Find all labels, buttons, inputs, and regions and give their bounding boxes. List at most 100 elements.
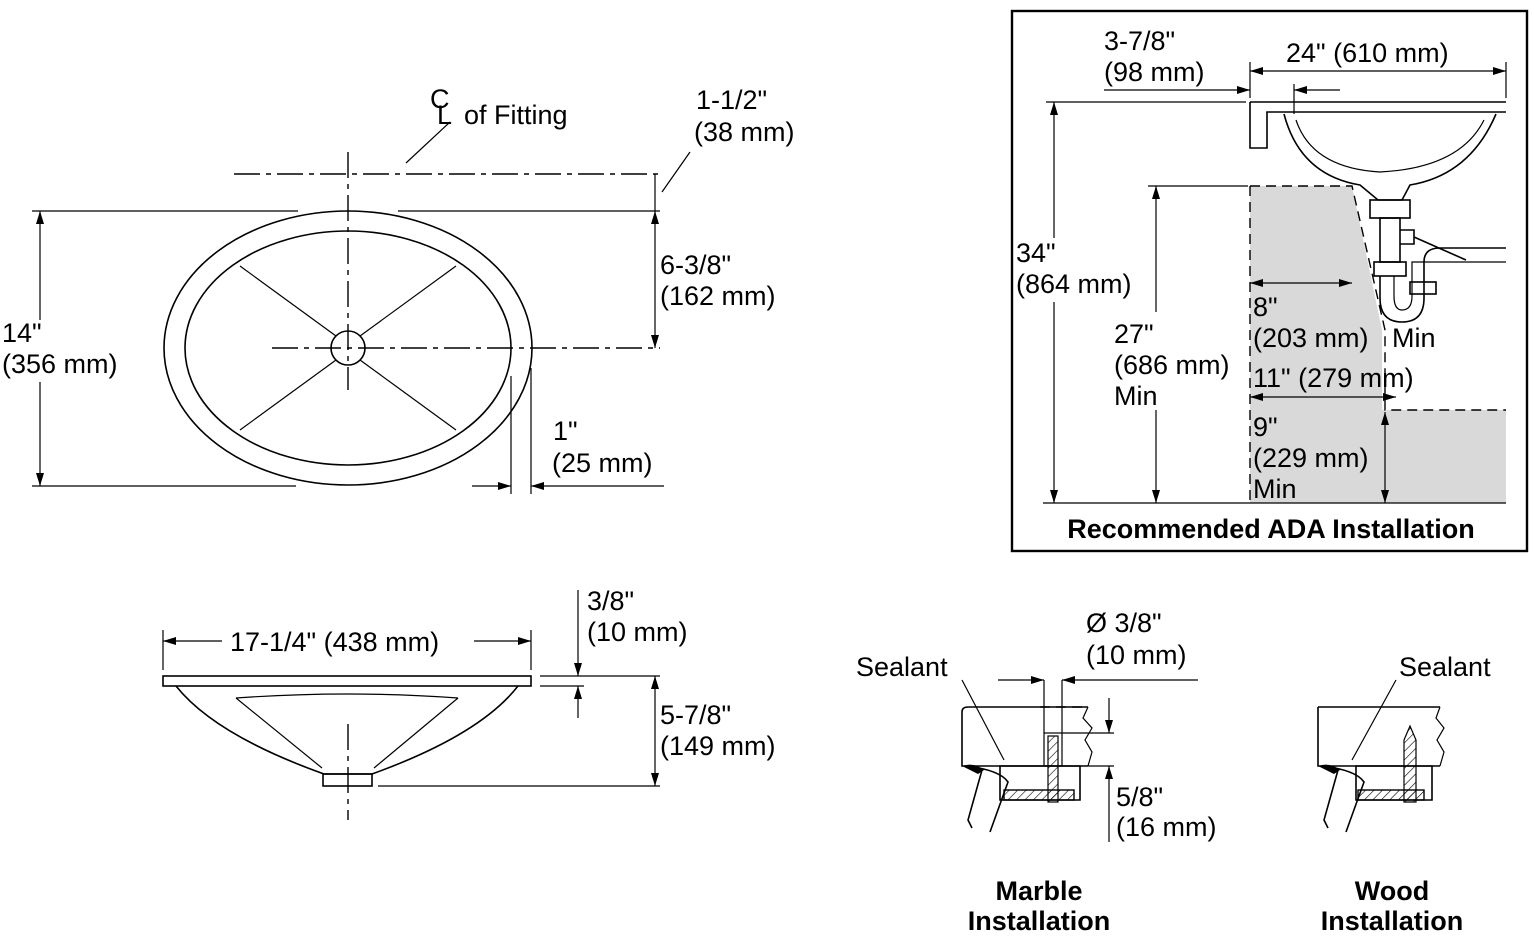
width-dim-inch: 14" (2, 318, 42, 348)
thickness-dim-inch: 5/8" (1116, 782, 1163, 812)
wood-mounting-clip (1357, 789, 1425, 801)
arrowhead (1031, 676, 1044, 684)
ada-title: Recommended ADA Installation (1067, 514, 1475, 544)
arrowhead (163, 637, 176, 645)
diameter-dim-inch: Ø 3/8" (1086, 608, 1162, 638)
countertop (1249, 101, 1506, 149)
arrowhead (1050, 490, 1058, 503)
rim-thickness-dim-inch: 3/8" (587, 586, 634, 616)
ada-panel-border (1010, 9, 1529, 553)
arrowhead (36, 473, 44, 486)
knee-dim-mm: (686 mm) (1114, 350, 1230, 380)
trap-slip-nut (1409, 281, 1437, 295)
mounting-clip (1003, 789, 1075, 801)
diameter-dim-mm: (10 mm) (1086, 640, 1187, 670)
bowl-slope-line (239, 359, 337, 431)
depth-dim-mm: (149 mm) (660, 731, 776, 761)
bowl-slope-line (359, 359, 457, 431)
arrowhead (1381, 490, 1389, 503)
arrowhead (651, 211, 659, 224)
marble-break-line (1082, 706, 1093, 767)
fitting-leader (405, 121, 451, 164)
wood-sealant-leader (1351, 679, 1397, 761)
bowl-slope-line (359, 265, 457, 337)
thickness-dim-mm: (16 mm) (1116, 812, 1217, 842)
depth8-dim-min: Min (1392, 323, 1436, 353)
rim-dim-inch: 1" (553, 416, 578, 446)
sink-wall-section (965, 765, 1009, 833)
top-view: C L of Fitting 1-1/2" (38 mm) 6-3/8" (16… (2, 84, 795, 494)
arrowhead (1105, 766, 1113, 779)
half-width-dim-mm: (162 mm) (660, 281, 776, 311)
wood-sealant-label: Sealant (1399, 652, 1491, 682)
toe-dim-inch: 9" (1253, 412, 1278, 442)
arrowhead (1105, 720, 1113, 733)
height-dim-mm: (864 mm) (1016, 269, 1132, 299)
anchor-bolt (1047, 735, 1059, 803)
arrowhead (1237, 86, 1250, 94)
wood-caption-line1: Wood (1355, 876, 1429, 906)
centerline-symbol-l: L (437, 100, 452, 130)
marble-sealant-label: Sealant (856, 652, 948, 682)
length-dim: 17-1/4" (438 mm) (230, 627, 439, 657)
wood-break-line (1435, 706, 1445, 767)
wood-caption-line2: Installation (1321, 906, 1464, 936)
drain-pipe (1379, 217, 1401, 263)
arrowhead (1152, 186, 1160, 199)
knee-dim-inch: 27" (1114, 319, 1154, 349)
offset-dim-mm: (38 mm) (694, 117, 795, 147)
counter-dim: 24" (610 mm) (1286, 38, 1449, 68)
arrowhead (574, 663, 582, 676)
trap-nut (1373, 261, 1407, 277)
marble-caption-line1: Marble (995, 876, 1082, 906)
height-dim-inch: 34" (1016, 238, 1056, 268)
supply-valve (1400, 229, 1467, 261)
wood-sink-wall (1321, 765, 1365, 833)
arrowhead (574, 686, 582, 699)
sink-bowl-inner-line (373, 697, 459, 769)
arrowhead (1381, 412, 1389, 425)
toe-dim-min: Min (1253, 474, 1297, 504)
rim-dim-mm: (25 mm) (552, 448, 653, 478)
sink-bowl-inner-line (235, 697, 323, 769)
wood-screw (1403, 724, 1417, 803)
rim-thickness-dim-mm: (10 mm) (587, 617, 688, 647)
sink-bowl-profile (175, 685, 519, 775)
knee-clearance-zone (1250, 186, 1506, 503)
arrowhead (1294, 86, 1307, 94)
arrowhead (1383, 393, 1396, 401)
bowl-slope-line (239, 265, 337, 337)
marble-installation: Sealant Ø 3/8" (10 mm) 5/8" (16 mm) Marb… (856, 608, 1217, 936)
setback-dim-inch: 3-7/8" (1104, 26, 1175, 56)
wood-countertop (1317, 706, 1440, 767)
depth8-dim-inch: 8" (1253, 292, 1278, 322)
sink-rim-flange (162, 675, 532, 687)
depth-dim-inch: 5-7/8" (660, 700, 731, 730)
fitting-label: of Fitting (464, 100, 568, 130)
half-width-dim-inch: 6-3/8" (660, 250, 731, 280)
sealant-bead (962, 764, 984, 774)
arrowhead (1250, 279, 1263, 287)
arrowhead (651, 676, 659, 689)
wood-sealant-bead (1318, 764, 1340, 774)
depth8-dim-mm: (203 mm) (1253, 323, 1369, 353)
arrowhead (651, 335, 659, 348)
arrowhead (518, 637, 531, 645)
leader-line (661, 151, 691, 193)
arrowhead (1250, 67, 1263, 75)
drain-tailpiece (1369, 199, 1411, 219)
p-trap-inner (1393, 261, 1506, 311)
arrowhead (1250, 393, 1263, 401)
ada-installation-panel: 3-7/8" (98 mm) 24" (610 mm) 34" (864 mm)… (1010, 9, 1529, 553)
p-trap (1379, 247, 1506, 323)
sealant-leader (961, 679, 1005, 761)
sink-bowl-inner-line (235, 693, 459, 699)
wood-installation: Sealant Wood Installation (1317, 652, 1491, 936)
side-view: 17-1/4" (438 mm) 3/8" (10 mm) 5-7/8" (14… (162, 586, 776, 820)
toe-dim-mm: (229 mm) (1253, 443, 1369, 473)
width-dim-mm: (356 mm) (2, 349, 118, 379)
setback-dim-mm: (98 mm) (1104, 57, 1205, 87)
ada-sink-inner (1295, 119, 1485, 173)
arrowhead (1062, 676, 1075, 684)
